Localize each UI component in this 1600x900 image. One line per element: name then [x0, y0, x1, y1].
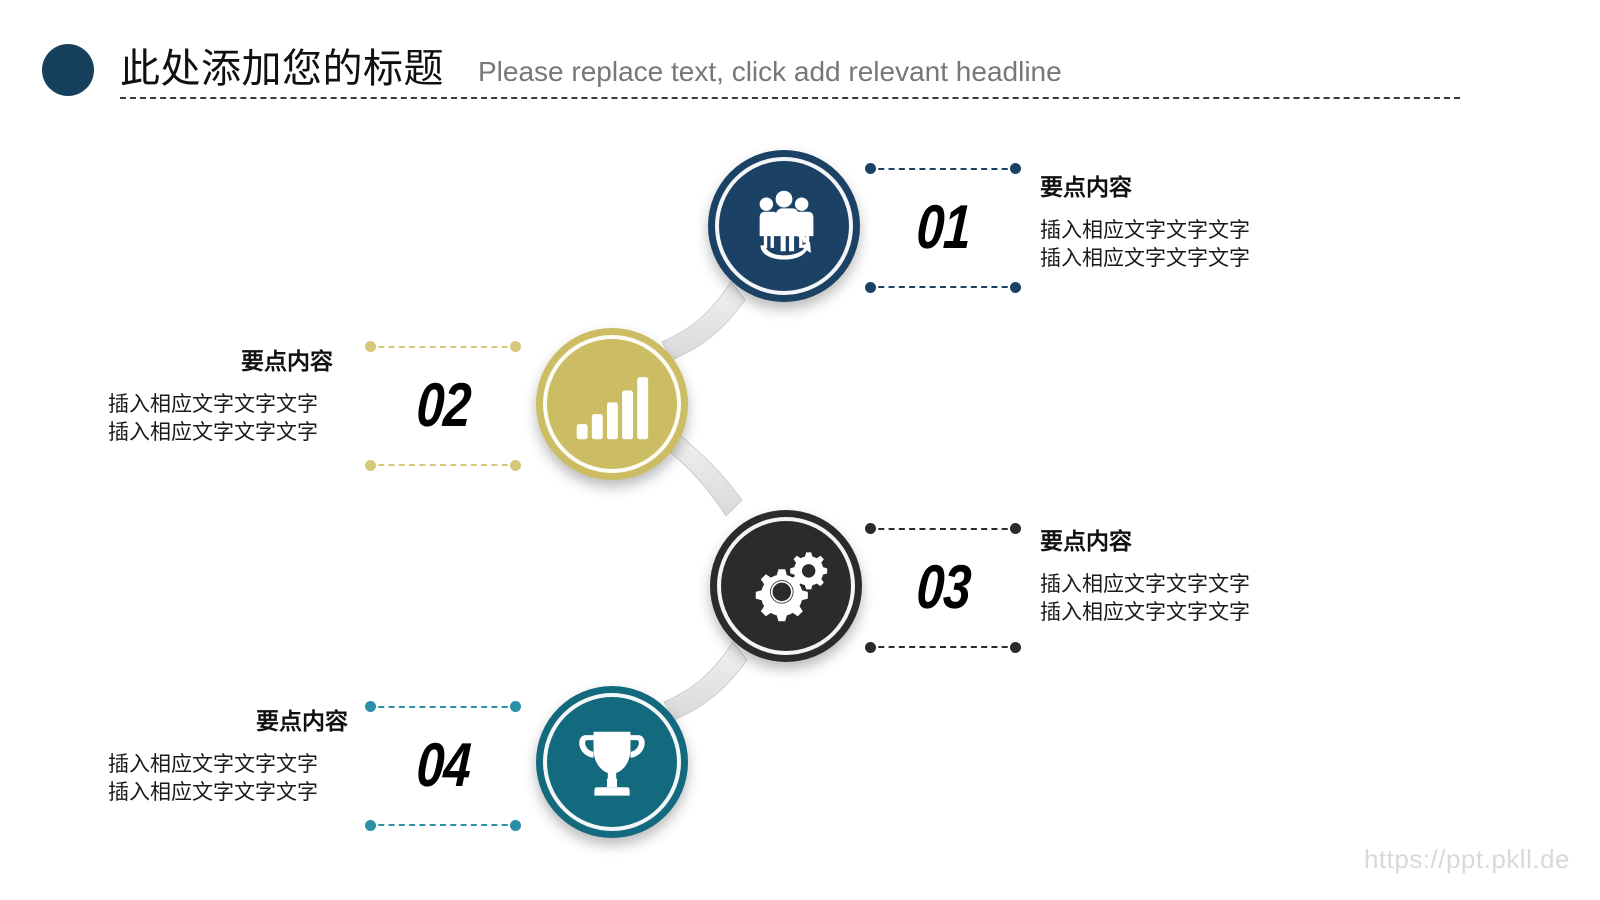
dash-endpoint-dot: [510, 341, 521, 352]
node-title: 要点内容: [241, 348, 333, 374]
node-body-line: 插入相应文字文字文字: [108, 780, 318, 804]
node-ring: [543, 335, 681, 473]
node-text-block-01: 要点内容 插入相应文字文字文字 插入相应文字文字文字: [1040, 172, 1370, 272]
number-badge-03: 03: [865, 522, 1021, 654]
dash-endpoint-dot: [865, 163, 876, 174]
header-divider: [120, 97, 1460, 99]
node-body-line: 插入相应文字文字文字: [108, 752, 318, 776]
gears-icon: [744, 544, 828, 628]
dash-endpoint-dot: [1010, 642, 1021, 653]
node-body-line: 插入相应文字文字文字: [1040, 218, 1250, 242]
page-header: 此处添加您的标题 Please replace text, click add …: [0, 0, 1600, 110]
process-node-01[interactable]: [708, 150, 860, 302]
node-body-line: 插入相应文字文字文字: [108, 392, 318, 416]
node-text-block-02: 要点内容 插入相应文字文字文字 插入相应文字文字文字: [108, 346, 438, 446]
dash-endpoint-dot: [865, 282, 876, 293]
dash-endpoint-dot: [365, 820, 376, 831]
bar-chart-icon: [570, 362, 654, 446]
node-title: 要点内容: [1040, 174, 1132, 200]
trophy-icon: [570, 720, 654, 804]
dash-line-bottom: [868, 286, 1018, 288]
dash-endpoint-dot: [865, 523, 876, 534]
dash-endpoint-dot: [865, 642, 876, 653]
node-text-block-04: 要点内容 插入相应文字文字文字 插入相应文字文字文字: [108, 706, 438, 806]
dash-endpoint-dot: [510, 701, 521, 712]
dash-endpoint-dot: [365, 341, 376, 352]
header-bullet-icon: [42, 44, 94, 96]
watermark-url: https://ppt.pkll.de: [1363, 844, 1570, 874]
dash-line-top: [868, 168, 1018, 170]
node-ring: [715, 157, 853, 295]
node-body-line: 插入相应文字文字文字: [108, 420, 318, 444]
node-title: 要点内容: [256, 708, 348, 734]
people-group-icon: [742, 184, 826, 268]
node-title: 要点内容: [1040, 528, 1132, 554]
dash-endpoint-dot: [1010, 282, 1021, 293]
dash-line-bottom: [368, 464, 518, 466]
node-text-block-03: 要点内容 插入相应文字文字文字 插入相应文字文字文字: [1040, 526, 1370, 626]
process-node-03[interactable]: [710, 510, 862, 662]
dash-endpoint-dot: [365, 460, 376, 471]
step-number: 03: [868, 553, 1018, 622]
node-ring: [543, 693, 681, 831]
step-number-text: 01: [914, 193, 972, 262]
step-number-text: 03: [914, 553, 972, 622]
node-body-line: 插入相应文字文字文字: [1040, 572, 1250, 596]
number-badge-02: 02: [365, 340, 521, 472]
dash-line-top: [368, 706, 518, 708]
dash-endpoint-dot: [510, 820, 521, 831]
process-node-04[interactable]: [536, 686, 688, 838]
dash-line-bottom: [868, 646, 1018, 648]
dash-endpoint-dot: [365, 701, 376, 712]
dash-line-top: [868, 528, 1018, 530]
step-number: 01: [868, 193, 1018, 262]
process-node-02[interactable]: [536, 328, 688, 480]
dash-endpoint-dot: [510, 460, 521, 471]
node-ring: [717, 517, 855, 655]
dash-line-top: [368, 346, 518, 348]
dash-endpoint-dot: [1010, 523, 1021, 534]
page-title: 此处添加您的标题: [120, 47, 444, 91]
number-badge-04: 04: [365, 700, 521, 832]
dash-endpoint-dot: [1010, 163, 1021, 174]
node-body-line: 插入相应文字文字文字: [1040, 600, 1250, 624]
dash-line-bottom: [368, 824, 518, 826]
page-subtitle: Please replace text, click add relevant …: [478, 56, 1062, 87]
number-badge-01: 01: [865, 162, 1021, 294]
node-body-line: 插入相应文字文字文字: [1040, 246, 1250, 270]
